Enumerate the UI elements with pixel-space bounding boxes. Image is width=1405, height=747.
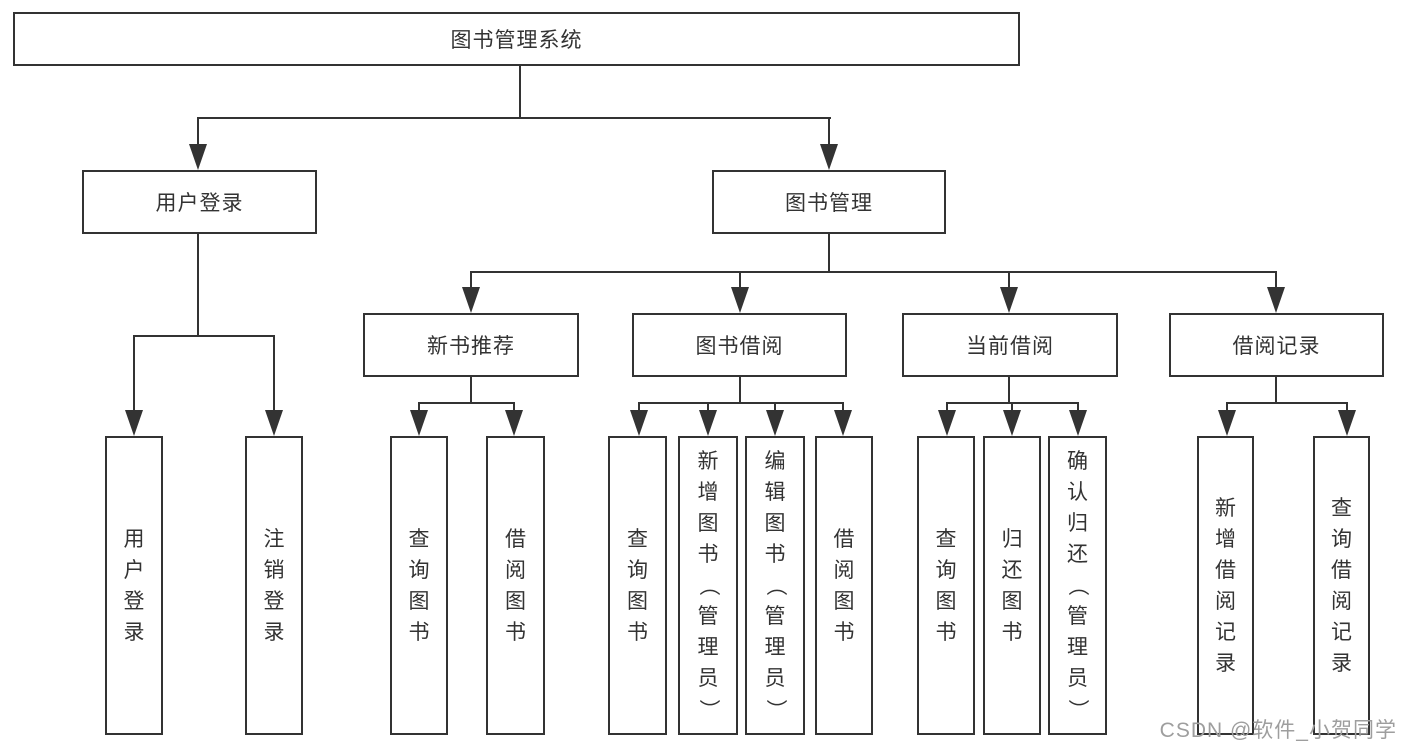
connector-line: [739, 375, 741, 404]
connector-line: [1346, 402, 1348, 412]
connector-line: [418, 402, 515, 404]
leaf-logout: 注销登录: [245, 436, 303, 735]
node-current-borrowing: 当前借阅: [902, 313, 1118, 377]
node-new-book-recommendation: 新书推荐: [363, 313, 579, 377]
node-label: 当前借阅: [966, 335, 1054, 358]
connector-line: [1077, 402, 1079, 412]
connector-line: [418, 402, 420, 412]
leaf-add-book-admin: 新增图书（管理员）: [678, 436, 738, 735]
connector-arrowhead: [820, 144, 838, 170]
connector-arrowhead: [766, 410, 784, 436]
connector-line: [273, 335, 275, 415]
node-label: 图书管理系统: [450, 29, 583, 52]
node-book-management: 图书管理: [712, 170, 946, 234]
leaf-borrow-book-recommend: 借阅图书: [486, 436, 545, 735]
connector-arrowhead: [1338, 410, 1356, 436]
node-label: 图书管理: [785, 192, 873, 215]
node-borrowing-records: 借阅记录: [1169, 313, 1384, 377]
leaf-user-login: 用户登录: [105, 436, 163, 735]
leaf-query-book-borrow: 查询图书: [608, 436, 667, 735]
connector-line: [513, 402, 515, 412]
connector-line: [1275, 271, 1277, 289]
connector-line: [133, 335, 275, 337]
node-label: 新书推荐: [427, 335, 515, 358]
connector-arrowhead: [462, 287, 480, 313]
connector-arrowhead: [265, 410, 283, 436]
node-book-borrowing: 图书借阅: [632, 313, 847, 377]
connector-line: [707, 402, 709, 412]
connector-arrowhead: [1267, 287, 1285, 313]
leaf-borrow-book: 借阅图书: [815, 436, 873, 735]
connector-line: [828, 117, 830, 147]
connector-arrowhead: [630, 410, 648, 436]
connector-line: [1008, 271, 1010, 289]
connector-arrowhead: [1069, 410, 1087, 436]
leaf-query-borrow-record: 查询借阅记录: [1313, 436, 1370, 735]
node-label: 借阅记录: [1232, 335, 1321, 358]
connector-line: [1226, 402, 1348, 404]
leaf-query-book-current: 查询图书: [917, 436, 975, 735]
connector-line: [1008, 375, 1010, 404]
connector-line: [842, 402, 844, 412]
connector-line: [739, 271, 741, 289]
connector-arrowhead: [731, 287, 749, 313]
leaf-query-book-recommend: 查询图书: [390, 436, 448, 735]
connector-arrowhead: [505, 410, 523, 436]
connector-line: [1011, 402, 1013, 412]
connector-line: [470, 271, 472, 289]
connector-line: [774, 402, 776, 412]
node-library-management-system: 图书管理系统: [13, 12, 1020, 66]
connector-arrowhead: [1218, 410, 1236, 436]
node-user-login: 用户登录: [82, 170, 317, 234]
connector-line: [197, 117, 831, 119]
connector-line: [470, 271, 1277, 273]
connector-arrowhead: [938, 410, 956, 436]
connector-line: [1275, 375, 1277, 404]
leaf-add-borrow-record: 新增借阅记录: [1197, 436, 1254, 735]
connector-line: [470, 375, 472, 404]
connector-arrowhead: [1000, 287, 1018, 313]
connector-line: [638, 402, 640, 412]
connector-line: [197, 233, 199, 337]
connector-arrowhead: [125, 410, 143, 436]
watermark: CSDN @软件_小贺同学: [1159, 719, 1397, 742]
leaf-return-book: 归还图书: [983, 436, 1041, 735]
connector-arrowhead: [410, 410, 428, 436]
connector-arrowhead: [699, 410, 717, 436]
leaf-edit-book-admin: 编辑图书（管理员）: [745, 436, 805, 735]
connector-line: [946, 402, 948, 412]
connector-line: [1226, 402, 1228, 412]
connector-line: [197, 117, 199, 147]
node-label: 图书借阅: [695, 335, 784, 358]
connector-arrowhead: [1003, 410, 1021, 436]
leaf-confirm-return-admin: 确认归还（管理员）: [1048, 436, 1107, 735]
connector-line: [828, 233, 830, 273]
connector-line: [638, 402, 844, 404]
connector-arrowhead: [189, 144, 207, 170]
node-label: 用户登录: [155, 192, 244, 215]
connector-arrowhead: [834, 410, 852, 436]
connector-line: [133, 335, 135, 415]
connector-line: [519, 66, 521, 118]
